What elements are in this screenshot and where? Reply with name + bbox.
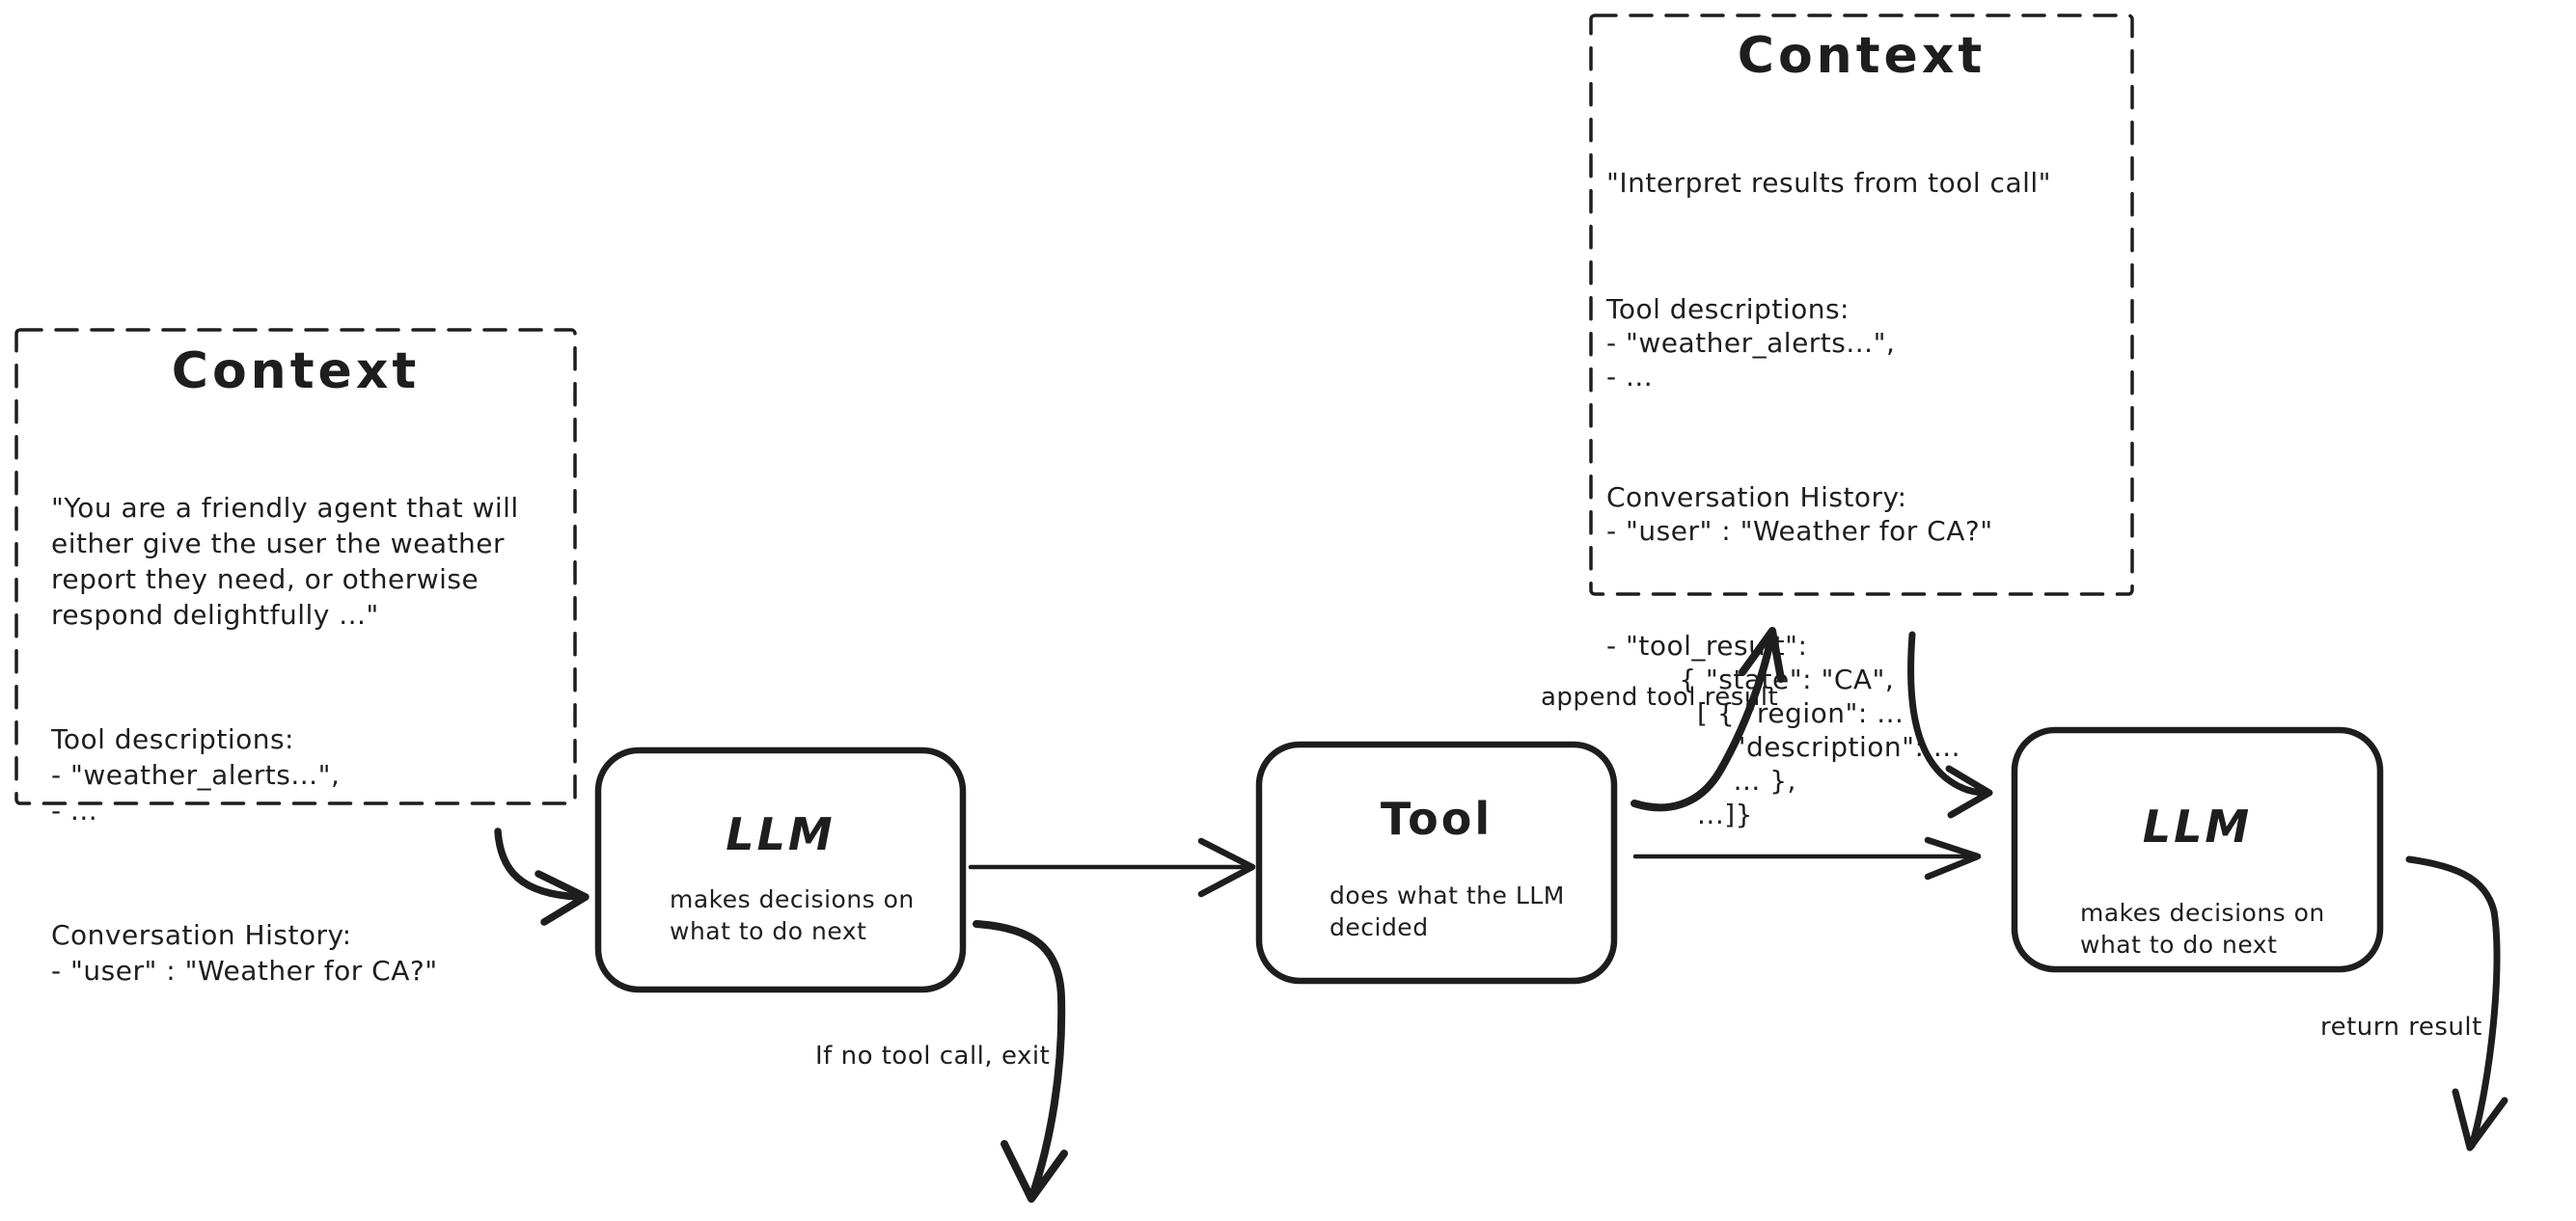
context-left-body: "You are a friendly agent that will eith…	[51, 419, 562, 1060]
context-right-tool-result: - "tool_result": { "state": "CA", [ { "r…	[1606, 630, 1961, 830]
arrow-llm-first-exit-head	[1000, 1140, 1068, 1203]
arrow-tool-to-llm-second-head	[1924, 836, 1982, 881]
tool-title: Tool	[1380, 793, 1494, 845]
arrow-context-left-to-llm-first	[494, 828, 583, 901]
llm-second-subtitle: makes decisions on what to do next	[2080, 899, 2325, 959]
arrow-tool-to-context-right-head	[1739, 627, 1785, 683]
arrow-llm-second-return-head	[2452, 1088, 2508, 1152]
tool-subtitle: does what the LLM decided	[1329, 882, 1565, 941]
context-right-conversation-history: Conversation History: - "user" : "Weathe…	[1606, 481, 1993, 547]
context-left-title: Context	[171, 342, 421, 400]
llm-first-box	[594, 746, 967, 993]
llm-second-box	[2011, 726, 2384, 973]
llm-first-title: LLM	[726, 808, 836, 860]
arrow-context-left-to-llm-first-head	[534, 870, 589, 926]
arrow-context-right-to-llm-second-head	[1945, 765, 1993, 819]
context-right-instruction: "Interpret results from tool call"	[1606, 167, 2052, 199]
context-left-system-prompt: "You are a friendly agent that will eith…	[51, 492, 519, 631]
llm-second-title: LLM	[2142, 800, 2253, 853]
edge-label-append-tool-result: append tool result	[1541, 683, 1779, 712]
arrow-llm-first-exit	[973, 920, 1066, 1200]
arrow-llm-first-to-tool-head	[1197, 837, 1256, 898]
arrow-llm-second-return	[2405, 855, 2501, 1150]
context-right-box	[1589, 14, 2134, 596]
arrow-tool-to-context-right	[1631, 633, 1775, 812]
tool-box	[1255, 741, 1618, 985]
arrow-context-right-to-llm-second	[1907, 631, 1989, 797]
llm-first-subtitle: makes decisions on what to do next	[670, 885, 915, 945]
edge-label-return-result: return result	[2320, 1013, 2482, 1042]
context-left-box	[14, 328, 577, 805]
context-left-tool-descriptions: Tool descriptions: - "weather_alerts..."…	[51, 723, 341, 827]
context-right-body: "Interpret results from tool call" Tool …	[1606, 98, 2123, 899]
edge-label-if-no-tool-call-exit: If no tool call, exit	[815, 1042, 1051, 1071]
context-right-title: Context	[1737, 27, 1987, 85]
context-right-tool-descriptions: Tool descriptions: - "weather_alerts..."…	[1606, 293, 1896, 393]
context-left-conversation-history: Conversation History: - "user" : "Weathe…	[51, 919, 438, 987]
